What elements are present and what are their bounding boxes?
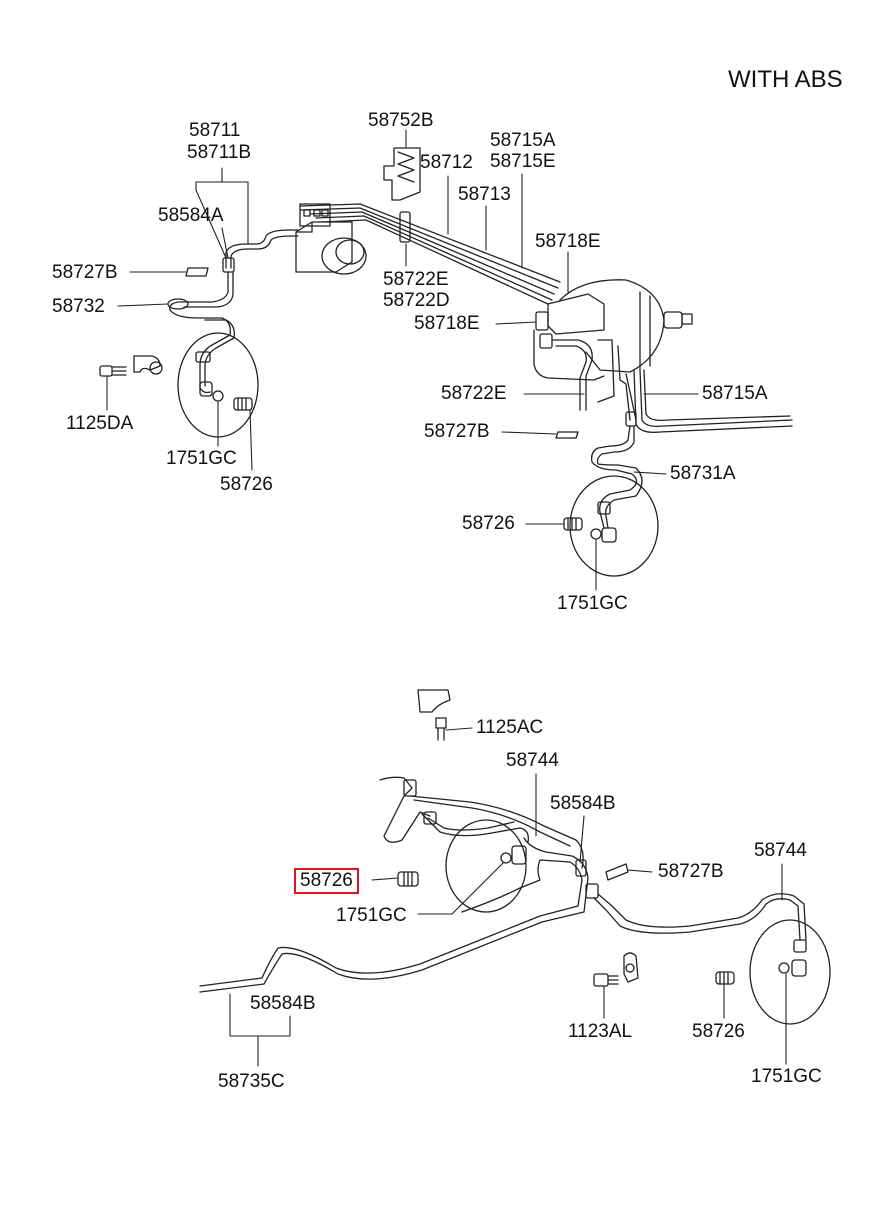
- bolt-58726-highlighted: [397, 871, 419, 887]
- part-label-1751GC-d: 1751GC: [751, 1066, 822, 1087]
- part-label-58715A-b: 58715A: [702, 383, 768, 404]
- valve-58752B: [383, 147, 421, 243]
- part-label-58726-b: 58726: [462, 513, 515, 534]
- bolt-58726-right: [563, 517, 583, 531]
- rear-brake-assembly: [199, 689, 831, 1025]
- part-label-58727B-b: 58727B: [424, 421, 490, 442]
- part-label-1125AC: 1125AC: [476, 717, 544, 738]
- front-left-hose: [169, 271, 231, 394]
- part-label-58722D: 58722D: [383, 290, 450, 311]
- part-label-58726-highlighted[interactable]: 58726: [294, 868, 359, 894]
- clip-58727B-right: [555, 431, 579, 439]
- part-label-58715E: 58715E: [490, 151, 556, 172]
- part-label-58726-c: 58726: [692, 1021, 745, 1042]
- part-label-58718E: 58718E: [535, 231, 601, 252]
- bolt-1123AL: [593, 973, 619, 987]
- washer-1751GC-rear-right: [778, 962, 790, 974]
- part-label-58735C: 58735C: [218, 1071, 285, 1092]
- clip-58727B-lower: [605, 863, 629, 881]
- part-label-58584B: 58584B: [550, 793, 616, 814]
- part-label-58732: 58732: [52, 296, 105, 317]
- part-label-58727B-c: 58727B: [658, 861, 724, 882]
- diagram-header: WITH ABS: [728, 66, 843, 93]
- washer-1751GC: [212, 390, 224, 402]
- part-label-58713: 58713: [458, 184, 511, 205]
- front-right-brake-assembly: [555, 411, 659, 577]
- part-label-58744: 58744: [506, 750, 559, 771]
- part-label-58711: 58711: [189, 120, 241, 141]
- fitting-58718E: [535, 311, 549, 331]
- brake-line-bundle: [299, 203, 561, 305]
- clip-58727B: [185, 267, 209, 277]
- brake-booster: [533, 279, 793, 433]
- bolt-58726: [233, 397, 253, 411]
- front-right-disc: [569, 475, 659, 577]
- part-label-1123AL: 1123AL: [568, 1021, 633, 1042]
- part-label-58722E: 58722E: [383, 269, 449, 290]
- part-label-58715A: 58715A: [490, 130, 556, 151]
- part-label-58722E-b: 58722E: [441, 383, 507, 404]
- abs-hydraulic-unit: [295, 203, 367, 275]
- part-label-58718E-b: 58718E: [414, 313, 480, 334]
- part-label-1751GC: 1751GC: [166, 448, 237, 469]
- part-label-58752B: 58752B: [368, 110, 434, 131]
- part-label-58744-b: 58744: [754, 840, 807, 861]
- washer-1751GC-right: [590, 528, 602, 540]
- bolt-58726-rear: [715, 971, 735, 985]
- fitting-58727B: [625, 411, 637, 427]
- part-label-58712: 58712: [420, 152, 473, 173]
- rear-left-disc: [445, 819, 527, 913]
- part-label-58726: 58726: [220, 474, 273, 495]
- part-label-1751GC-b: 1751GC: [557, 593, 628, 614]
- part-label-58731A: 58731A: [670, 463, 736, 484]
- hose-clamp: [133, 355, 161, 373]
- rear-right-disc: [749, 919, 831, 1025]
- part-label-1751GC-c: 1751GC: [336, 905, 407, 926]
- fitting-58584B: [575, 859, 587, 877]
- fitting-58584A: [222, 257, 235, 273]
- rear-left-hose: [379, 776, 431, 843]
- leader-lines: [106, 129, 787, 1067]
- part-label-58727B: 58727B: [52, 262, 118, 283]
- front-left-brake-assembly: [99, 229, 299, 438]
- washer-1751GC-rear: [500, 852, 512, 864]
- bolt-1125DA: [99, 365, 127, 377]
- part-label-58711B: 58711B: [187, 142, 252, 163]
- part-label-58584A: 58584A: [158, 205, 224, 226]
- part-label-58584B-b: 58584B: [250, 993, 316, 1014]
- master-cylinder: [547, 293, 605, 335]
- part-label-1125DA: 1125DA: [66, 413, 134, 434]
